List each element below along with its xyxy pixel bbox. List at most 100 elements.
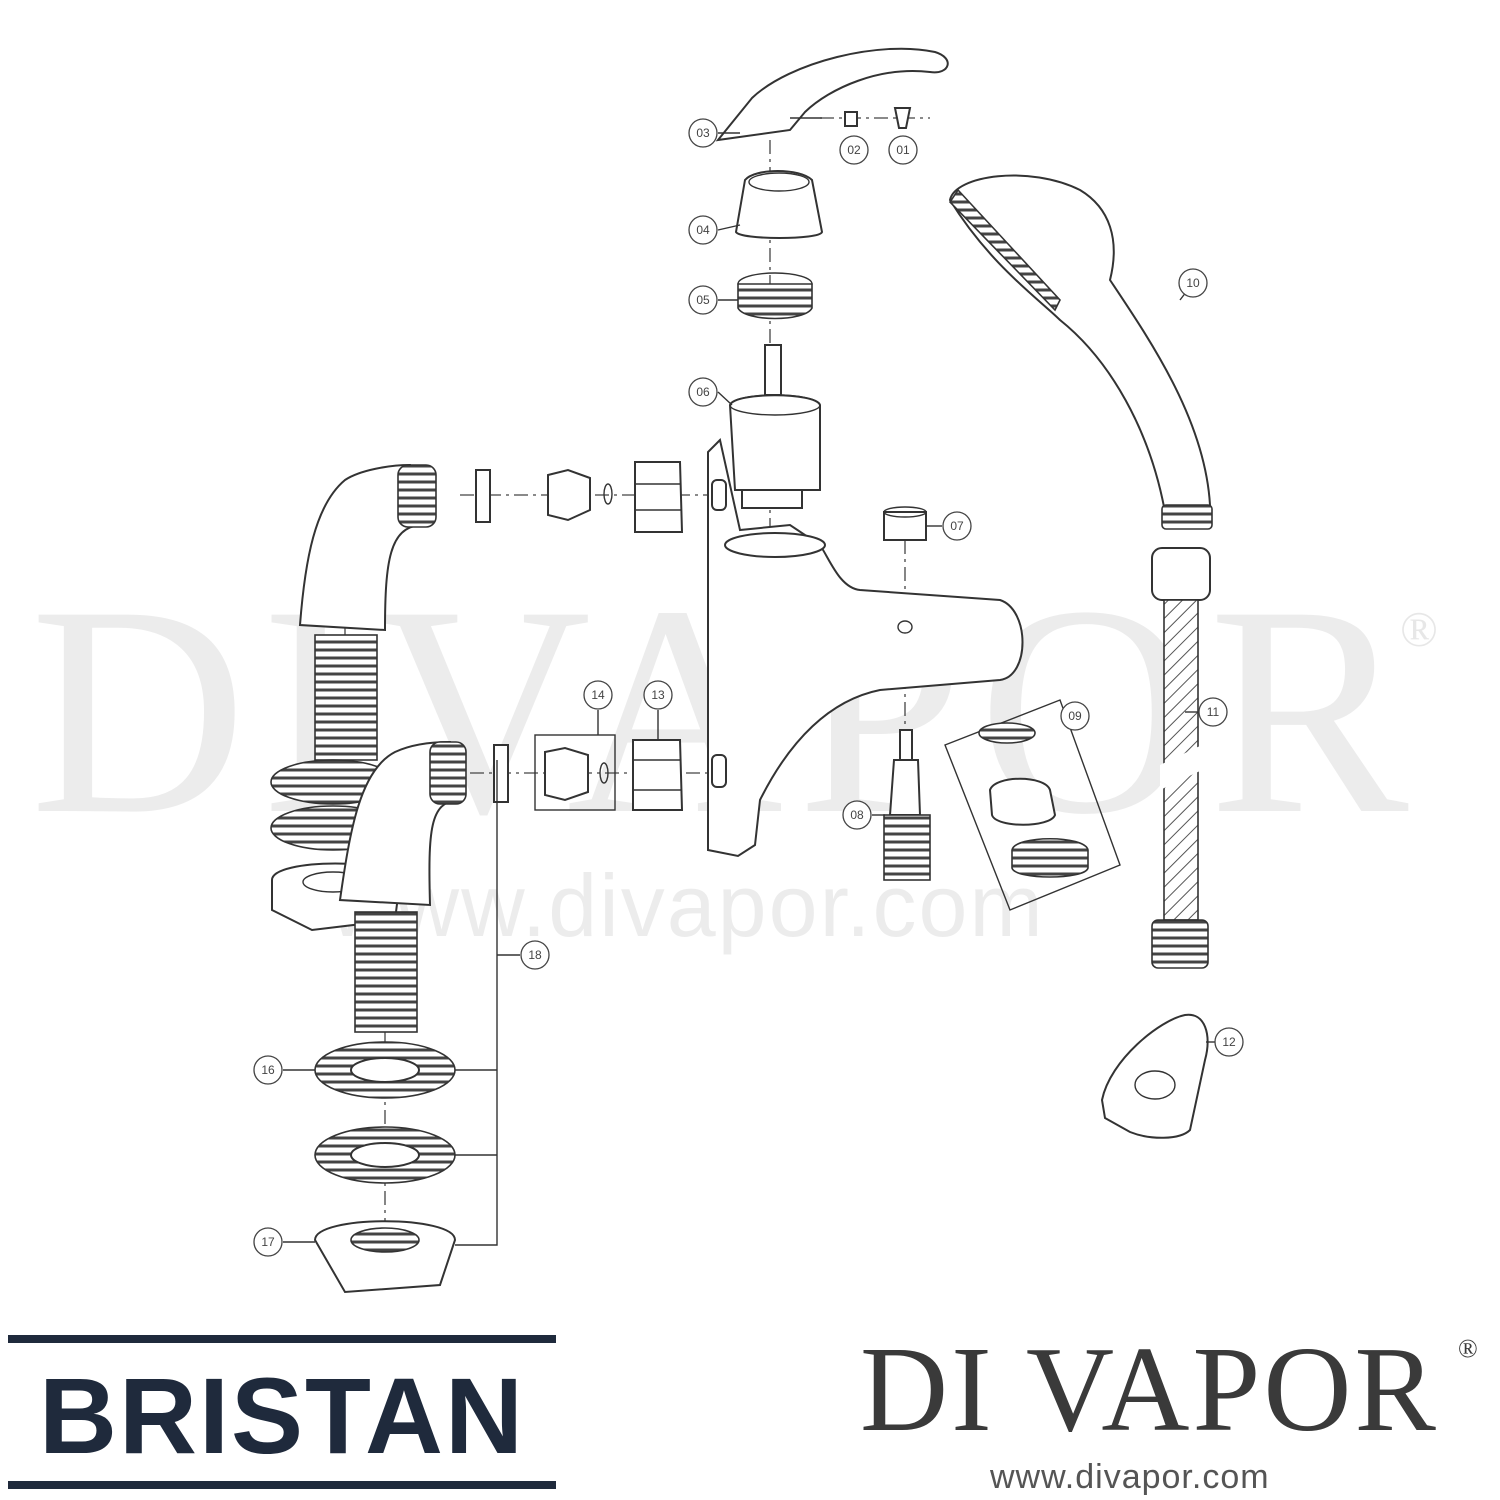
callout-circle — [583, 680, 613, 710]
upper-washer — [475, 469, 491, 523]
leader-06 — [717, 391, 733, 406]
upper-connector — [547, 468, 591, 522]
callout-01: 01 — [888, 135, 918, 165]
lower-o-ring — [599, 762, 609, 784]
callout-05: 05 — [688, 285, 718, 315]
callout-circle — [253, 1055, 283, 1085]
callout-label: 01 — [896, 143, 910, 157]
callout-17: 17 — [253, 1227, 283, 1257]
callout-circle — [1214, 1027, 1244, 1057]
lower-flexible-hose — [354, 911, 418, 1033]
upper-hose-elbow — [298, 463, 422, 632]
callout-11: 11 — [1198, 697, 1228, 727]
callout-circle — [643, 680, 673, 710]
diverter-spindle-thread — [883, 814, 931, 881]
fixing-washer-b-bore — [350, 1142, 420, 1168]
callout-12: 12 — [1214, 1027, 1244, 1057]
callout-label: 11 — [1207, 705, 1220, 719]
upper-hex-nut — [634, 461, 684, 533]
lower-elbow-thread — [429, 741, 467, 805]
callout-16: 16 — [253, 1055, 283, 1085]
hose-bottom-nut — [1151, 919, 1209, 969]
aerator-insert — [988, 777, 1057, 826]
callout-09: 09 — [1060, 701, 1090, 731]
callout-circle — [253, 1227, 283, 1257]
diverter-spindle-body — [888, 759, 922, 816]
divapor-logo: DI VAPOR ® www.divapor.com — [860, 1320, 1490, 1500]
lower-hex-nut — [632, 739, 684, 811]
callout-circle — [942, 511, 972, 541]
divapor-registered-mark: ® — [1458, 1334, 1478, 1363]
lower-washer — [493, 744, 509, 803]
upper-o-ring — [603, 483, 613, 505]
callout-03: 03 — [688, 118, 718, 148]
callout-circle — [688, 285, 718, 315]
indice-cap — [893, 107, 912, 129]
connector-kit-box — [534, 734, 616, 811]
callout-circle — [839, 135, 869, 165]
cartridge-spindle — [764, 344, 782, 396]
body-lower-port — [711, 754, 727, 788]
cartridge-base — [741, 489, 803, 509]
callout-circle — [1178, 268, 1208, 298]
callout-label: 02 — [847, 143, 861, 157]
retaining-nut — [737, 283, 813, 320]
hose-top-nut — [1151, 547, 1211, 601]
callout-circle — [688, 118, 718, 148]
aerator-washer — [978, 722, 1036, 744]
callout-circle — [688, 377, 718, 407]
callout-label: 05 — [696, 293, 710, 307]
cartridge-top — [729, 394, 821, 416]
callout-10: 10 — [1178, 268, 1208, 298]
callout-circle — [1060, 701, 1090, 731]
grub-screw — [844, 111, 858, 127]
callout-04: 04 — [688, 215, 718, 245]
callout-label: 17 — [261, 1235, 275, 1249]
callout-circle — [1198, 697, 1228, 727]
callout-label: 08 — [850, 808, 864, 822]
fixing-washer-16-bore — [350, 1057, 420, 1083]
aerator-kit-frame — [944, 699, 1121, 911]
callout-circle — [888, 135, 918, 165]
callout-label: 18 — [528, 948, 542, 962]
divapor-logo-wordmark: DI VAPOR — [860, 1322, 1439, 1457]
callout-07: 07 — [942, 511, 972, 541]
parts-drawing: 01 02 03 04 05 06 07 08 09 10 11 12 13 14 16 17 18 — [253, 47, 1244, 1294]
callout-label: 09 — [1068, 709, 1082, 723]
body-diverter-hole — [897, 620, 913, 634]
bristan-logo-wordmark: BRISTAN — [39, 1355, 525, 1476]
handset-spray-face — [948, 188, 1061, 312]
callout-label: 14 — [591, 688, 605, 702]
bristan-logo: BRISTAN — [8, 1335, 556, 1495]
callout-circle — [688, 215, 718, 245]
callout-08: 08 — [842, 800, 872, 830]
callout-circle — [842, 800, 872, 830]
callout-label: 12 — [1222, 1035, 1236, 1049]
fixing-backnut-17 — [313, 1220, 457, 1294]
leader-04 — [717, 224, 741, 231]
callout-06: 06 — [688, 377, 718, 407]
callout-02: 02 — [839, 135, 869, 165]
lower-hose-elbow — [338, 740, 460, 907]
lower-connector — [544, 746, 589, 802]
hose-break — [1160, 745, 1202, 790]
divapor-url[interactable]: www.divapor.com — [990, 1458, 1270, 1496]
callout-label: 03 — [696, 126, 710, 140]
ceramic-cartridge — [728, 394, 821, 491]
callout-label: 16 — [261, 1063, 275, 1077]
diverter-knob — [883, 511, 927, 541]
lever-handle — [715, 47, 949, 142]
handset-connector — [1161, 504, 1213, 530]
handset-wall-bracket — [1100, 1013, 1209, 1139]
bracket-cradle — [1134, 1070, 1176, 1100]
diverter-knob-top — [883, 506, 927, 518]
callout-13: 13 — [643, 680, 673, 710]
callout-label: 04 — [696, 223, 710, 237]
callout-label: 07 — [950, 519, 964, 533]
callout-label: 06 — [696, 385, 710, 399]
diverter-spindle-tip — [899, 729, 913, 761]
bristan-logo-bottom-bar — [8, 1481, 556, 1489]
fixing-backnut-bore — [350, 1227, 420, 1253]
callout-label: 10 — [1186, 276, 1200, 290]
